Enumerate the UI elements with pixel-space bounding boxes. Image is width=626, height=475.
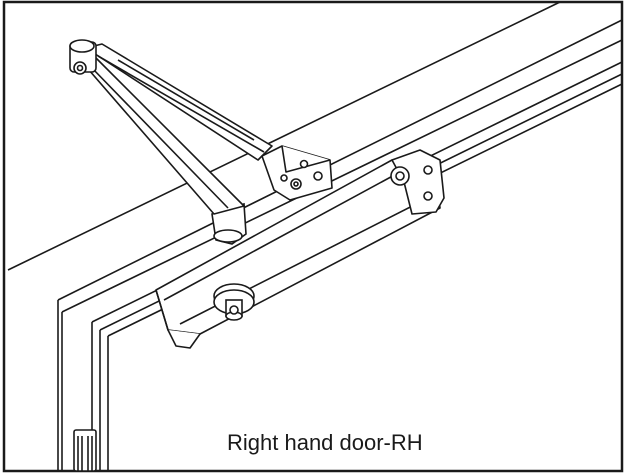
adjustment-valve (213, 283, 255, 321)
forearm (85, 43, 273, 161)
parallel-bracket (261, 145, 333, 201)
door-hand-caption: Right hand door-RH (227, 430, 423, 455)
pinion-shaft (211, 202, 247, 245)
elbow-joint (69, 39, 97, 75)
hinge (73, 429, 97, 472)
